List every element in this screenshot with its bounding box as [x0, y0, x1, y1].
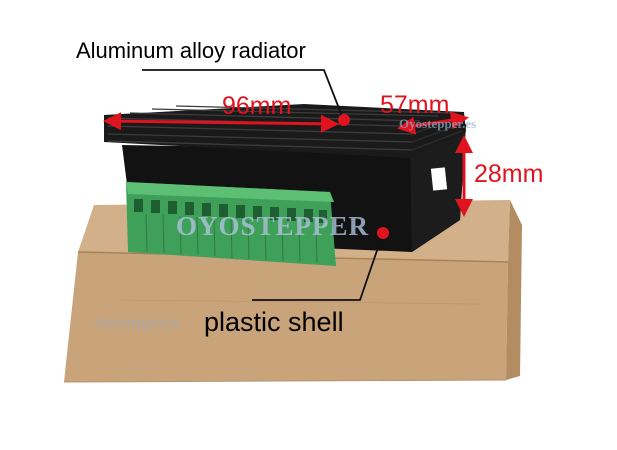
depth-dimension-label: 57mm [380, 91, 450, 119]
heatsink-label: Aluminum alloy radiator [76, 38, 306, 63]
width-dimension-label: 96mm [222, 92, 292, 120]
watermark-top: Oyostepper.es [399, 116, 477, 131]
height-dimension-label: 28mm [474, 160, 544, 188]
watermark-center: OYOSTEPPER [176, 211, 370, 241]
terminal-block [126, 182, 336, 266]
plastic-shell-label: plastic shell [204, 307, 344, 337]
watermark-box: Oyostepper.es [96, 316, 180, 331]
leader-lines [142, 69, 383, 301]
red-marker-dot [338, 114, 389, 239]
dimension-arrow [103, 111, 473, 217]
